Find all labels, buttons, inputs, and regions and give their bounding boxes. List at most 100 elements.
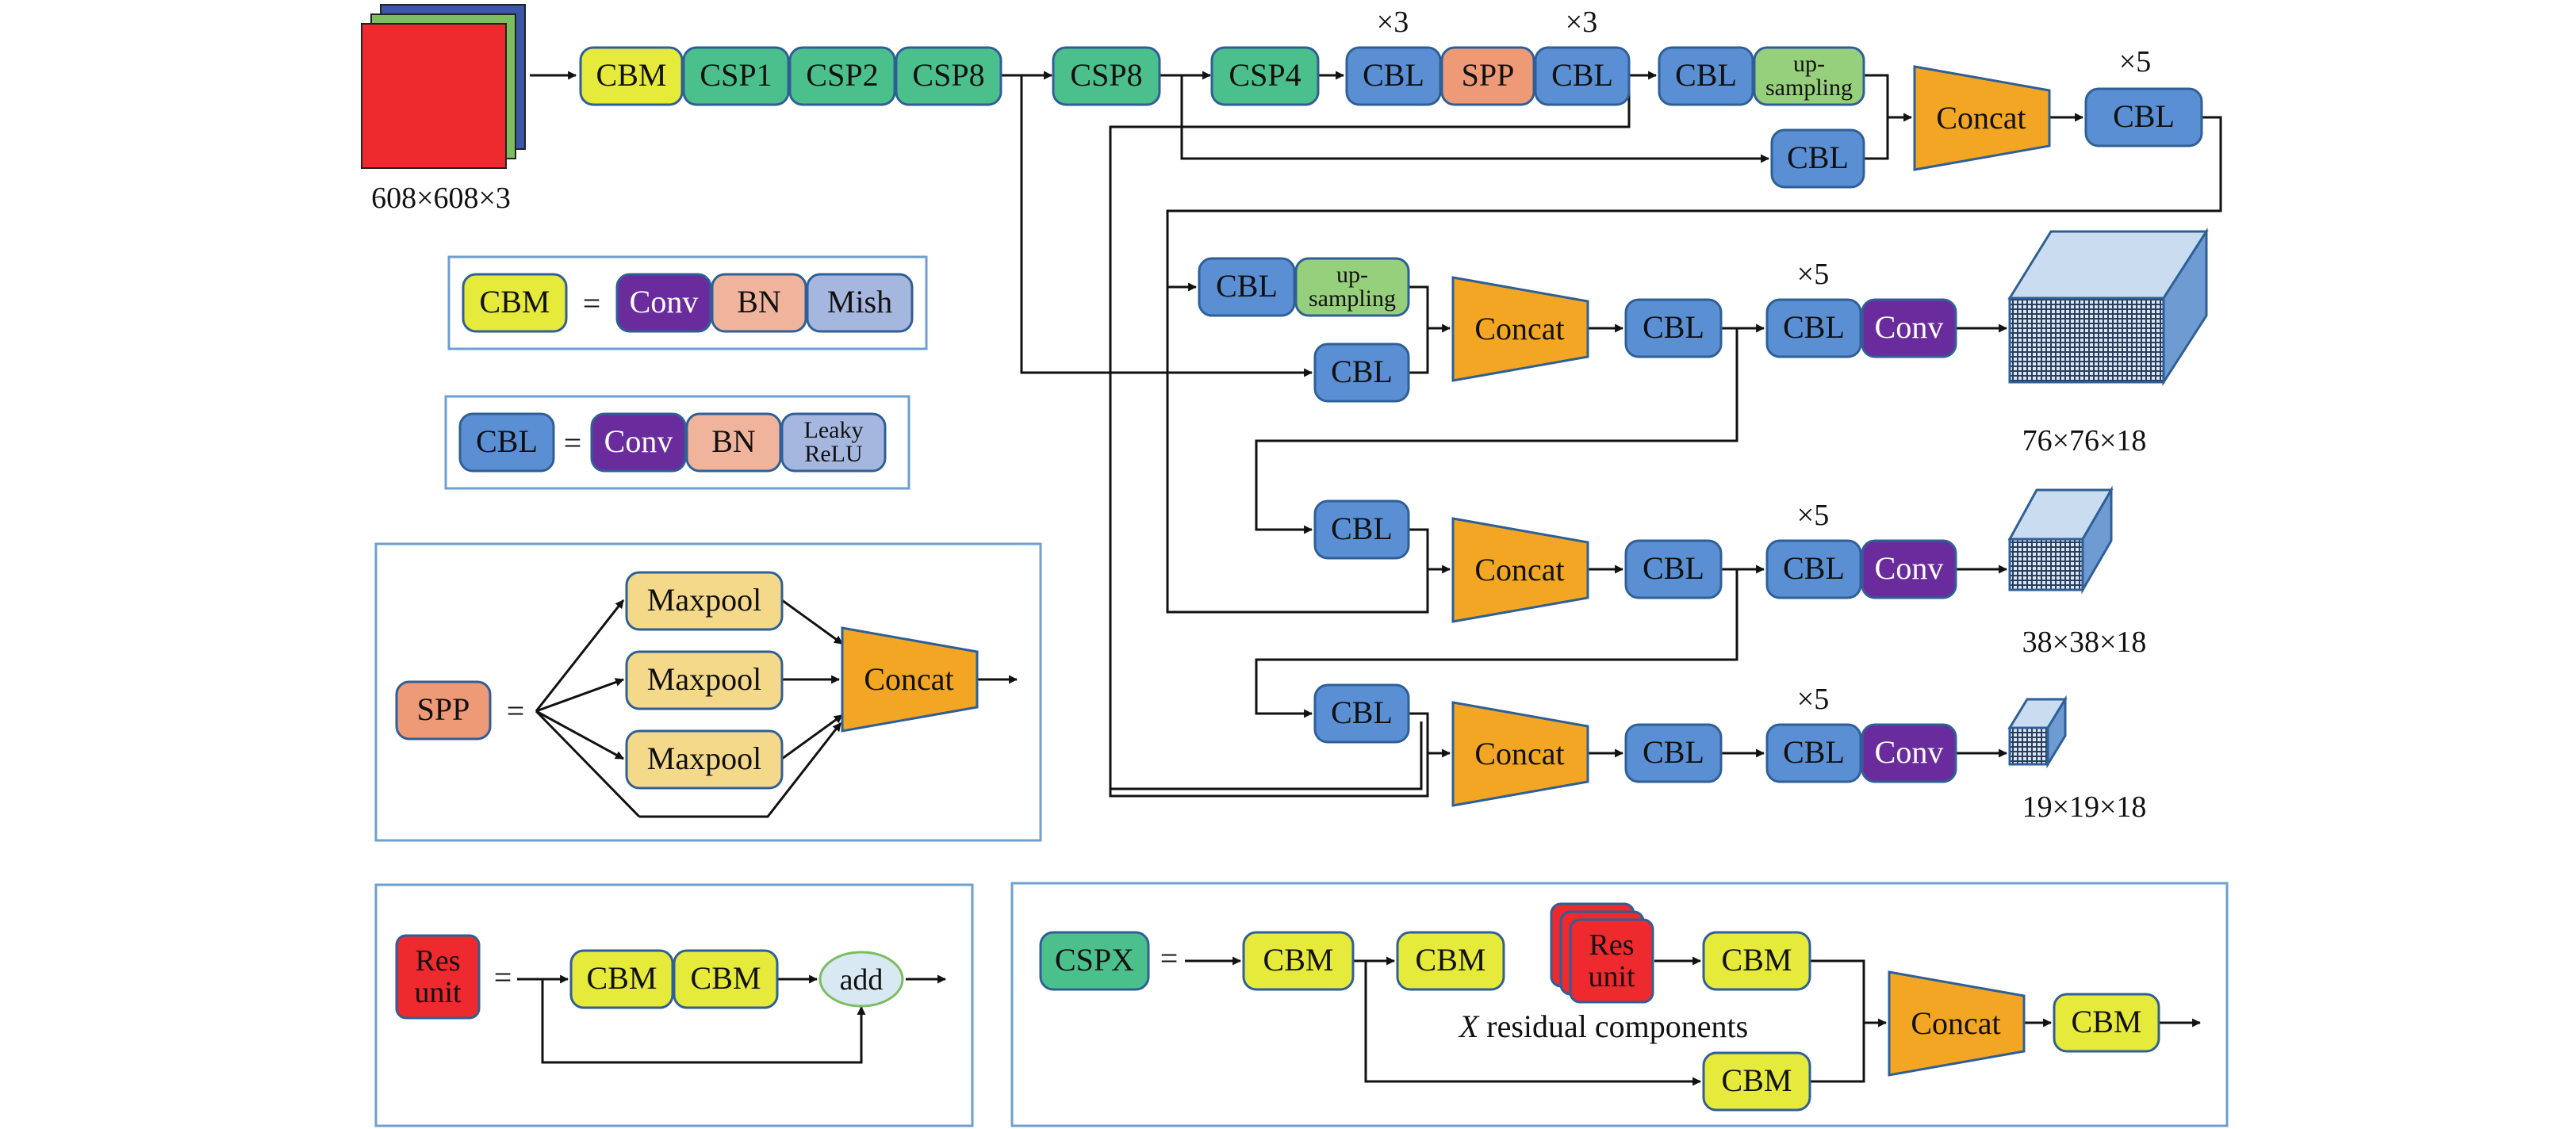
repeat-label-x3-a: ×3 [1377,6,1409,39]
legend-res-cbm-2: CBM [673,949,779,1009]
svg-text:Conv: Conv [1875,734,1944,770]
block-concat-neck: Concat [1913,65,2051,171]
block-conv-19: Conv [1861,723,1957,783]
svg-text:CBL: CBL [1675,57,1737,93]
svg-text:unit: unit [1588,960,1635,993]
svg-text:up-: up- [1793,51,1825,77]
block-cbm: CBM [579,46,684,106]
legend-spp-maxpool-1: Maxpool [625,571,784,631]
block-concat-76: Concat [1451,276,1589,382]
legend-res-cbm-1: CBM [569,949,674,1009]
svg-text:CSPX: CSPX [1055,942,1134,978]
repeat-label-x5-76: ×5 [1797,258,1829,291]
svg-text:CBM: CBM [1416,942,1486,978]
block-csp8-backbone: CSP8 [895,46,1002,106]
block-conv-76: Conv [1861,298,1957,358]
svg-text:Concat: Concat [1474,552,1564,587]
svg-text:CSP8: CSP8 [912,57,984,93]
svg-text:add: add [840,963,884,997]
svg-text:sampling: sampling [1765,75,1853,101]
legend-cspx-concat: Concat [1888,970,2026,1077]
legend-spp-concat: Concat [841,626,979,733]
svg-text:Concat: Concat [1911,1005,2000,1041]
svg-text:CBL: CBL [1643,550,1704,586]
legend-cspx-res-unit-stack: Res unit [1550,902,1654,1004]
svg-text:Conv: Conv [630,284,699,320]
legend-cbm-equals: = [583,285,601,321]
svg-text:CBL: CBL [1331,354,1393,389]
block-cbl-19-in: CBL [1313,683,1410,744]
legend-cbl-conv: Conv [590,412,687,473]
repeat-label-x5-38: ×5 [1797,499,1829,532]
svg-text:unit: unit [414,976,462,1009]
repeat-label-x5-19: ×5 [1797,683,1829,716]
output-size-19: 19×19×18 [2022,790,2147,824]
input-size-label: 608×608×3 [371,182,511,215]
output-size-76: 76×76×18 [2022,424,2147,457]
block-upsampling: up-sampling [1753,46,1865,106]
connector-lines [517,71,2222,1086]
svg-text:SPP: SPP [1462,57,1515,93]
svg-text:CBM: CBM [587,960,657,996]
svg-text:CBL: CBL [1216,268,1278,304]
legend-cbm-conv: Conv [615,273,712,333]
block-cbl-19-mid: CBL [1624,723,1723,783]
legend-cspx-cbm-side: CBM [1702,1051,1811,1112]
block-cbl-38-mid: CBL [1624,539,1723,599]
block-csp8: CSP8 [1052,46,1161,106]
svg-text:CBM: CBM [1722,942,1792,978]
svg-text:Mish: Mish [827,284,892,320]
svg-text:CSP8: CSP8 [1070,57,1142,93]
svg-text:CBL: CBL [2113,98,2175,134]
block-cbl-76-side: CBL [1313,343,1410,403]
svg-text:CSP4: CSP4 [1229,57,1301,93]
block-cbl-lateral: CBL [1770,128,1865,189]
svg-text:Concat: Concat [1474,311,1564,346]
legend-res-add: add [818,951,904,1008]
legend-res-equals: = [494,959,512,995]
svg-text:CBL: CBL [1643,734,1704,770]
svg-text:CSP1: CSP1 [700,57,772,93]
output-size-38: 38×38×18 [2022,626,2147,659]
legend-spp: SPP = Maxpool Maxpool Maxpool Concat [374,542,1042,842]
block-cbl-x3-b: CBL [1534,46,1631,106]
legend-cbm-bn: BN [711,273,807,333]
legend-spp-maxpool-3: Maxpool [625,729,784,790]
svg-text:CBL: CBL [1331,511,1393,546]
block-cbl-pre-upsample: CBL [1658,46,1754,106]
svg-text:Maxpool: Maxpool [647,582,761,618]
svg-text:Conv: Conv [1875,309,1944,345]
block-cbl-38-in: CBL [1313,499,1410,560]
svg-text:CBL: CBL [1783,550,1845,586]
svg-text:Maxpool: Maxpool [647,741,761,776]
svg-text:CBL: CBL [476,423,538,459]
svg-text:CBL: CBL [1787,140,1849,175]
repeat-label-x3-b: ×3 [1566,6,1597,39]
svg-text:CBL: CBL [1783,309,1845,345]
svg-text:Res: Res [416,944,461,978]
legend-cspx-name: CSPX [1039,931,1150,991]
block-upsampling-76: up-sampling [1294,257,1410,317]
legend-cspx-residual-note: X residual components [1458,1008,1748,1044]
svg-text:SPP: SPP [417,691,470,727]
legend-cbl-equals: = [564,425,582,461]
input-image-stack [361,4,526,169]
block-csp1: CSP1 [682,46,790,106]
block-cbl-76-mid: CBL [1624,298,1723,358]
svg-text:CBL: CBL [1551,57,1613,93]
block-cbl-19-x5: CBL [1765,723,1862,783]
svg-text:sampling: sampling [1309,285,1396,312]
svg-text:CBL: CBL [1643,309,1704,345]
svg-text:Leaky: Leaky [804,417,864,443]
block-concat-38: Concat [1451,517,1589,623]
output-cube-76 [2007,227,2209,387]
block-cbl-x3-a: CBL [1345,46,1442,106]
legend-cbl-bn: BN [685,412,782,473]
legend-cspx-equals: = [1160,940,1179,976]
svg-text:up-: up- [1336,262,1368,288]
legend-cbm-name: CBM [462,273,568,333]
svg-text:Conv: Conv [604,423,673,459]
svg-text:Maxpool: Maxpool [647,661,761,697]
